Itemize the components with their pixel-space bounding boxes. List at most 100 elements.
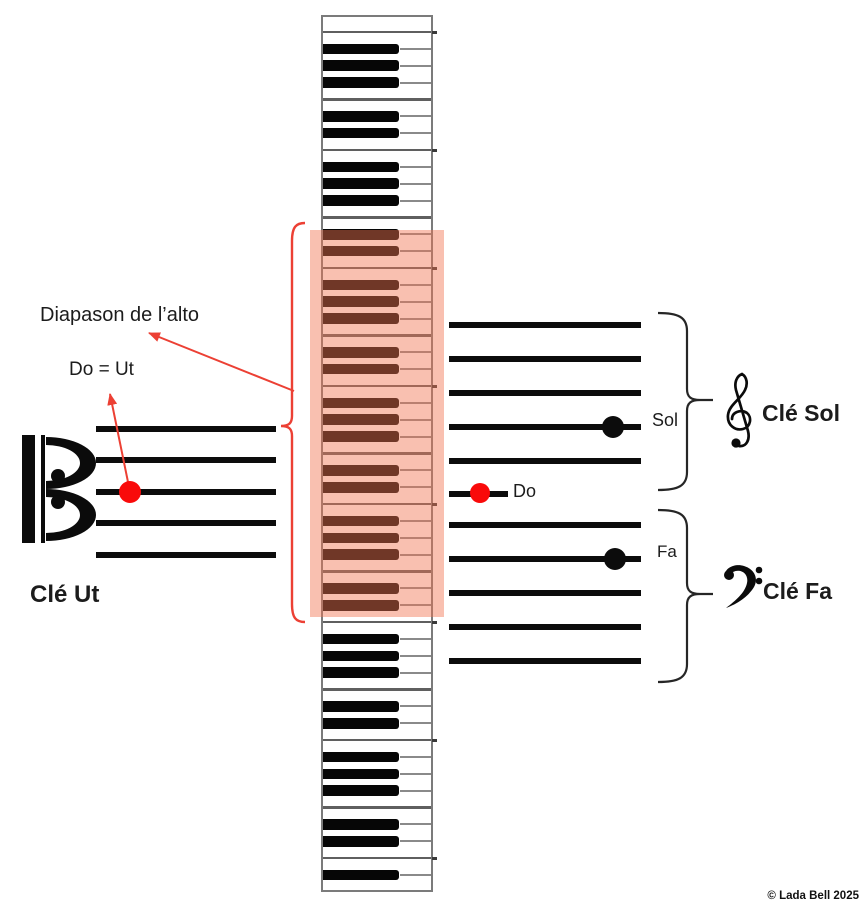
white-key-separator bbox=[400, 435, 431, 438]
white-key-separator bbox=[400, 469, 431, 472]
white-key-separator bbox=[323, 570, 431, 573]
staff-line-treble-5 bbox=[449, 458, 641, 464]
white-key-separator bbox=[323, 216, 431, 219]
cle-sol-label: Clé Sol bbox=[762, 400, 840, 426]
arrow-to-diapason-label bbox=[148, 332, 295, 392]
octave-tick-mark bbox=[432, 384, 437, 388]
black-key bbox=[323, 768, 399, 780]
white-key-separator bbox=[400, 637, 431, 640]
white-key-separator bbox=[400, 536, 431, 539]
white-key-separator bbox=[400, 283, 431, 286]
black-key bbox=[323, 667, 399, 678]
octave-tick-mark bbox=[432, 620, 437, 624]
staff-line-bass-3 bbox=[449, 590, 641, 596]
white-key-separator bbox=[400, 789, 431, 792]
black-key bbox=[323, 633, 399, 645]
white-key-separator bbox=[400, 418, 431, 421]
staff-line-bass-5 bbox=[449, 658, 641, 664]
black-key bbox=[323, 363, 399, 375]
cle-ut-label: Clé Ut bbox=[30, 581, 100, 608]
do-note-label: Do bbox=[513, 481, 537, 501]
fa-note-label: Fa bbox=[657, 542, 677, 561]
black-key bbox=[323, 397, 399, 409]
note-dot-sol bbox=[602, 416, 624, 438]
white-key-separator bbox=[400, 317, 431, 320]
black-key bbox=[323, 481, 399, 493]
white-key-separator bbox=[323, 384, 431, 388]
black-key bbox=[323, 599, 399, 611]
white-key-separator bbox=[400, 64, 431, 67]
black-key bbox=[323, 869, 399, 881]
white-key-separator bbox=[400, 165, 431, 168]
black-key bbox=[323, 178, 399, 190]
white-key-separator bbox=[323, 502, 431, 506]
staff-line-bass-2 bbox=[449, 556, 641, 562]
viola-range-highlight bbox=[310, 230, 444, 617]
copyright-text: © Lada Bell 2025 bbox=[767, 890, 859, 902]
black-key bbox=[323, 229, 399, 240]
white-key-separator bbox=[400, 401, 431, 404]
staff-line-alto-3 bbox=[96, 489, 276, 495]
treble-clef-icon bbox=[726, 372, 752, 448]
white-key-separator bbox=[323, 30, 431, 34]
white-key-separator bbox=[400, 47, 431, 50]
white-key-separator bbox=[400, 115, 431, 118]
black-key bbox=[323, 549, 399, 560]
white-key-separator bbox=[400, 486, 431, 489]
black-key bbox=[323, 650, 399, 662]
diapason-label: Diapason de l’alto bbox=[40, 304, 199, 326]
white-key-separator bbox=[400, 233, 431, 236]
arrow-to-do-ut-label bbox=[107, 393, 129, 483]
white-key-separator bbox=[323, 620, 431, 624]
octave-tick-mark bbox=[432, 502, 437, 506]
white-key-separator bbox=[400, 705, 431, 708]
white-key-separator bbox=[323, 738, 431, 742]
black-key bbox=[323, 414, 399, 426]
piano-keyboard bbox=[321, 15, 437, 892]
black-key bbox=[323, 701, 399, 712]
staff-line-treble-3 bbox=[449, 390, 641, 396]
white-key-separator bbox=[400, 81, 431, 84]
octave-tick-mark bbox=[432, 30, 437, 34]
black-key bbox=[323, 43, 399, 55]
white-key-separator bbox=[400, 587, 431, 590]
white-key-separator bbox=[400, 755, 431, 758]
white-key-separator bbox=[400, 368, 431, 371]
white-key-separator bbox=[400, 199, 431, 202]
octave-tick-mark bbox=[432, 856, 437, 860]
white-key-separator bbox=[323, 806, 431, 809]
black-key bbox=[323, 751, 399, 763]
note-dot-fa bbox=[604, 548, 626, 570]
black-key bbox=[323, 111, 399, 122]
octave-tick-mark bbox=[432, 266, 437, 270]
white-key-separator bbox=[400, 840, 431, 843]
staff-line-alto-5 bbox=[96, 552, 276, 558]
black-key bbox=[323, 161, 399, 173]
black-key bbox=[323, 835, 399, 847]
staff-line-alto-4 bbox=[96, 520, 276, 526]
black-key bbox=[323, 313, 399, 324]
staff-line-treble-2 bbox=[449, 356, 641, 362]
octave-tick-mark bbox=[432, 148, 437, 152]
white-key-separator bbox=[400, 182, 431, 185]
black-key bbox=[323, 279, 399, 291]
white-key-separator bbox=[400, 132, 431, 135]
do-equals-ut-label: Do = Ut bbox=[69, 359, 134, 380]
white-key-separator bbox=[400, 351, 431, 354]
black-key bbox=[323, 245, 399, 257]
black-key bbox=[323, 296, 399, 308]
black-key bbox=[323, 77, 399, 88]
black-key bbox=[323, 465, 399, 476]
white-key-separator bbox=[323, 856, 431, 860]
white-key-separator bbox=[323, 688, 431, 691]
white-key-separator bbox=[400, 604, 431, 607]
staff-line-bass-1 bbox=[449, 522, 641, 528]
white-key-separator bbox=[400, 722, 431, 725]
black-key bbox=[323, 127, 399, 139]
white-key-separator bbox=[400, 671, 431, 674]
white-key-separator bbox=[323, 266, 431, 270]
cle-fa-label: Clé Fa bbox=[763, 578, 833, 604]
note-dot-do bbox=[470, 483, 490, 503]
